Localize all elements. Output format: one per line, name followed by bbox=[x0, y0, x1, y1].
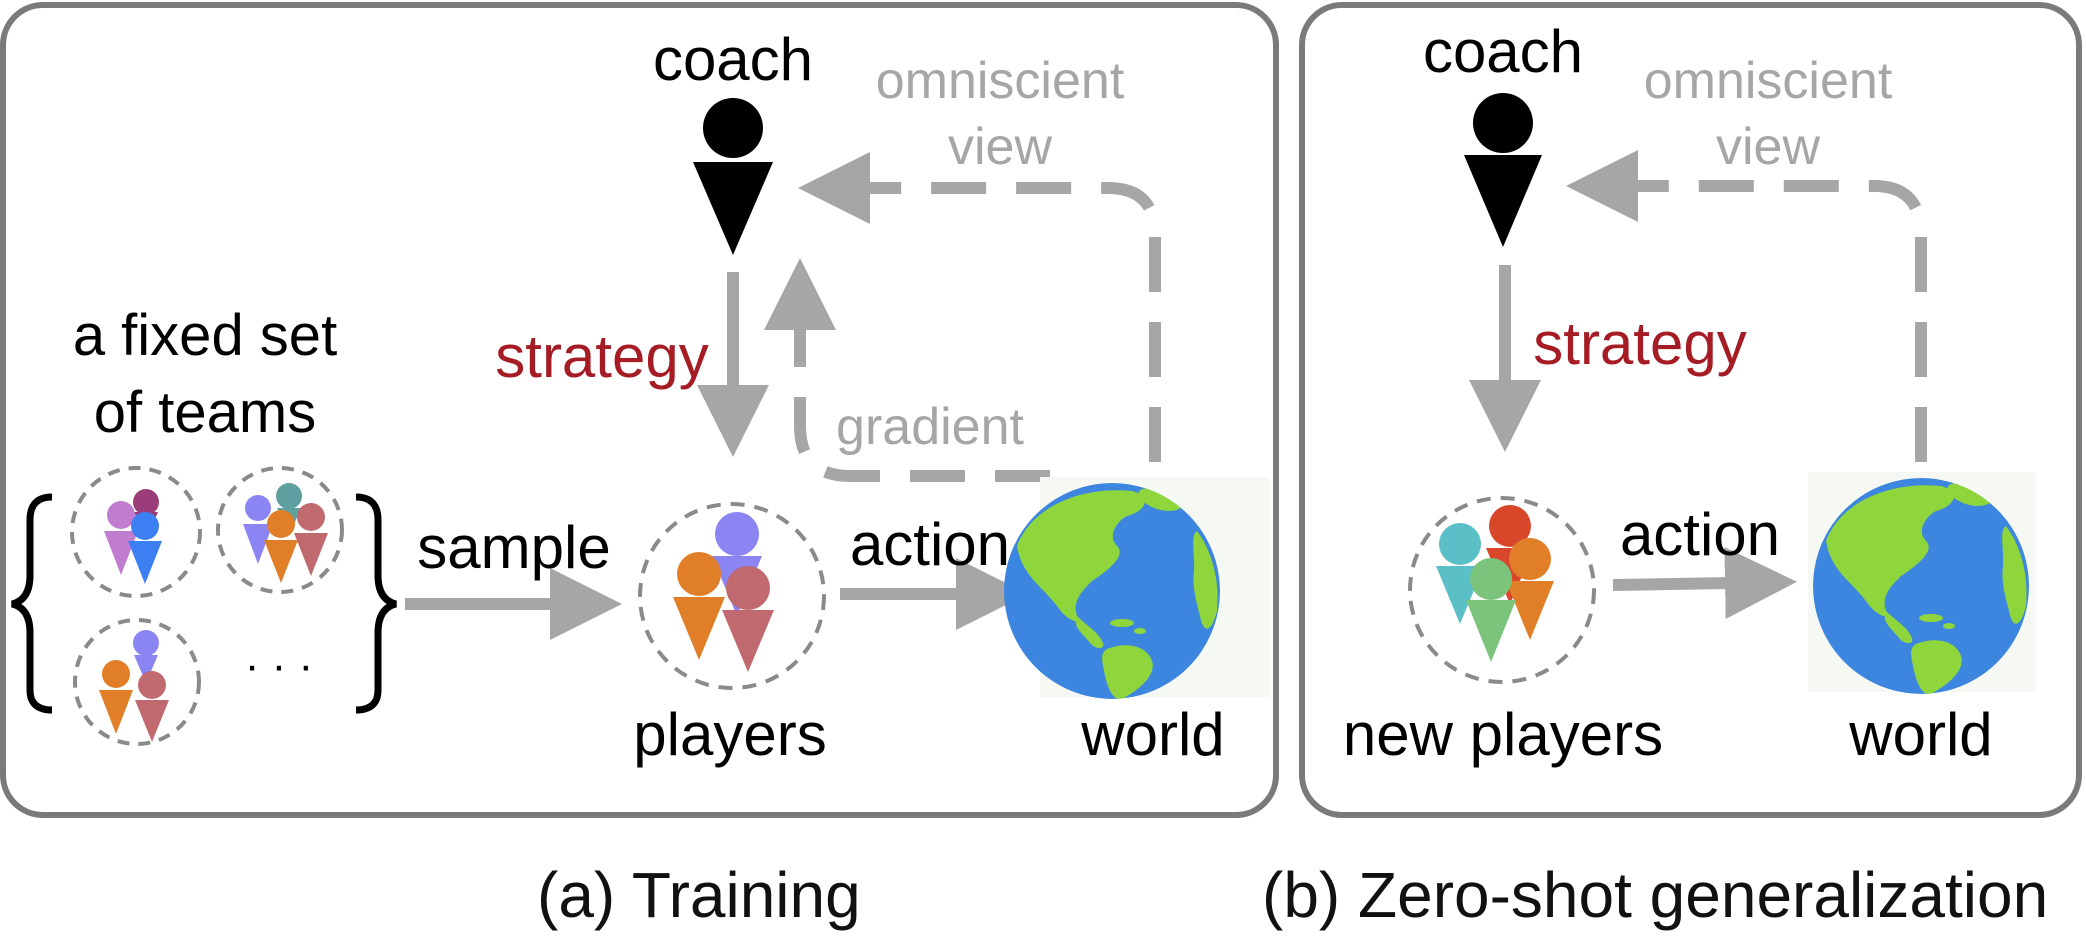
players-label: players bbox=[633, 701, 826, 768]
new-players-group bbox=[1408, 496, 1596, 684]
omniscient-view-label-line1-zeroshot: omniscient bbox=[1644, 52, 1893, 110]
team-set-label-line1: a fixed set bbox=[73, 303, 337, 368]
action-arrow-zeroshot bbox=[1612, 547, 1797, 620]
coach-figure bbox=[693, 98, 773, 255]
team-circle-1 bbox=[70, 466, 202, 598]
omniscient-view-arrow-zeroshot bbox=[1566, 150, 1927, 462]
team-set-right-brace bbox=[355, 493, 398, 714]
world-globe-icon bbox=[1004, 477, 1270, 699]
omniscient-view-arrow bbox=[798, 152, 1161, 462]
new-players-label: new players bbox=[1343, 701, 1663, 768]
training-panel-frame bbox=[0, 2, 1279, 818]
strategy-label-zeroshot: strategy bbox=[1533, 310, 1746, 377]
gradient-arrow bbox=[764, 258, 1050, 482]
sample-label: sample bbox=[417, 514, 610, 581]
world-label: world bbox=[1080, 701, 1224, 768]
team-circle-3 bbox=[73, 618, 201, 746]
gradient-label: gradient bbox=[836, 398, 1024, 456]
team-set-left-brace bbox=[10, 493, 53, 714]
training-caption: (a) Training bbox=[537, 859, 861, 931]
players-group bbox=[638, 502, 826, 690]
omniscient-view-label-line1: omniscient bbox=[876, 52, 1125, 110]
world-globe-icon-zeroshot bbox=[1808, 472, 2036, 694]
world-label-zeroshot: world bbox=[1848, 701, 1992, 768]
coach-label-zeroshot: coach bbox=[1423, 18, 1583, 85]
team-set-ellipsis: · · · bbox=[245, 641, 313, 690]
coach-figure-zeroshot bbox=[1464, 93, 1542, 247]
team-circle-2 bbox=[216, 466, 344, 594]
action-label: action bbox=[850, 511, 1010, 578]
omniscient-view-label-line2: view bbox=[948, 118, 1052, 176]
omniscient-view-label-line2-zeroshot: view bbox=[1716, 118, 1820, 176]
team-set-label-line2: of teams bbox=[94, 380, 316, 445]
coach-label: coach bbox=[653, 26, 813, 93]
action-label-zeroshot: action bbox=[1620, 501, 1780, 568]
zeroshot-panel-frame bbox=[1299, 2, 2082, 818]
zeroshot-caption: (b) Zero-shot generalization bbox=[1262, 859, 2049, 931]
strategy-label: strategy bbox=[495, 323, 708, 390]
